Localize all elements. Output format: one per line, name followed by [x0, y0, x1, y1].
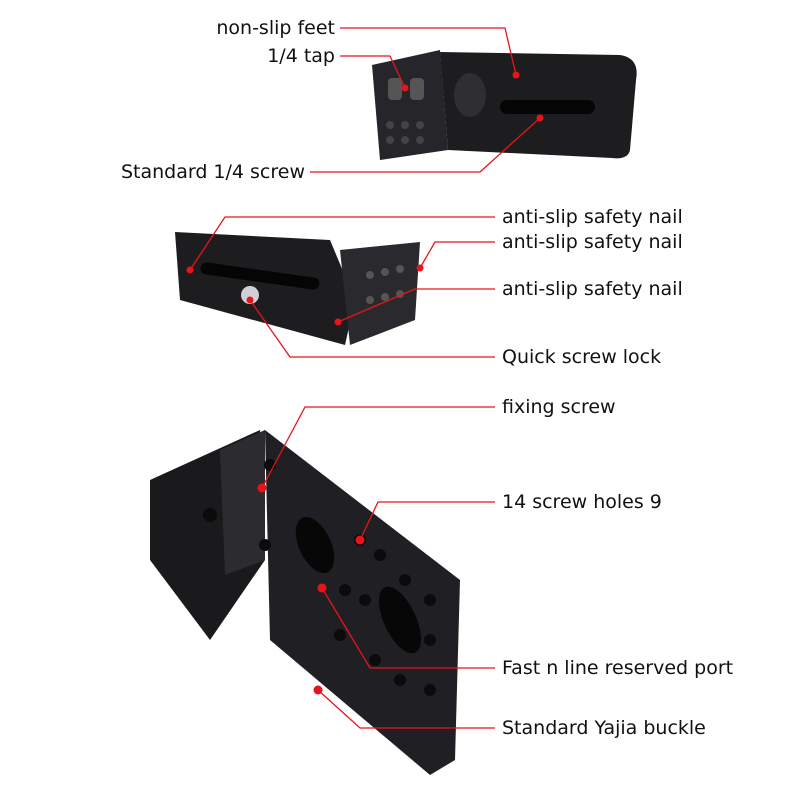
- label-fast-line-port: Fast n line reserved port: [502, 657, 734, 679]
- label-quarter-tap: 1/4 tap: [267, 45, 335, 67]
- label-fixing-screw: fixing screw: [502, 396, 616, 418]
- label-quick-screw-lock: Quick screw lock: [502, 346, 662, 368]
- label-standard-quarter-screw: Standard 1/4 screw: [120, 161, 305, 183]
- bracket-closeup: [150, 430, 460, 775]
- bracket-middle: [175, 232, 420, 345]
- bracket-top: [372, 50, 637, 160]
- leader-dots: [186, 71, 544, 695]
- label-anti-slip-nail-1: anti-slip safety nail: [502, 206, 683, 228]
- leader-lines: [189, 27, 541, 729]
- label-non-slip-feet: non-slip feet: [216, 17, 335, 39]
- label-anti-slip-nail-3: anti-slip safety nail: [502, 278, 683, 300]
- label-screw-holes: 14 screw holes 9: [502, 491, 662, 513]
- label-standard-buckle: Standard Yajia buckle: [502, 717, 706, 739]
- label-anti-slip-nail-2: anti-slip safety nail: [502, 231, 683, 253]
